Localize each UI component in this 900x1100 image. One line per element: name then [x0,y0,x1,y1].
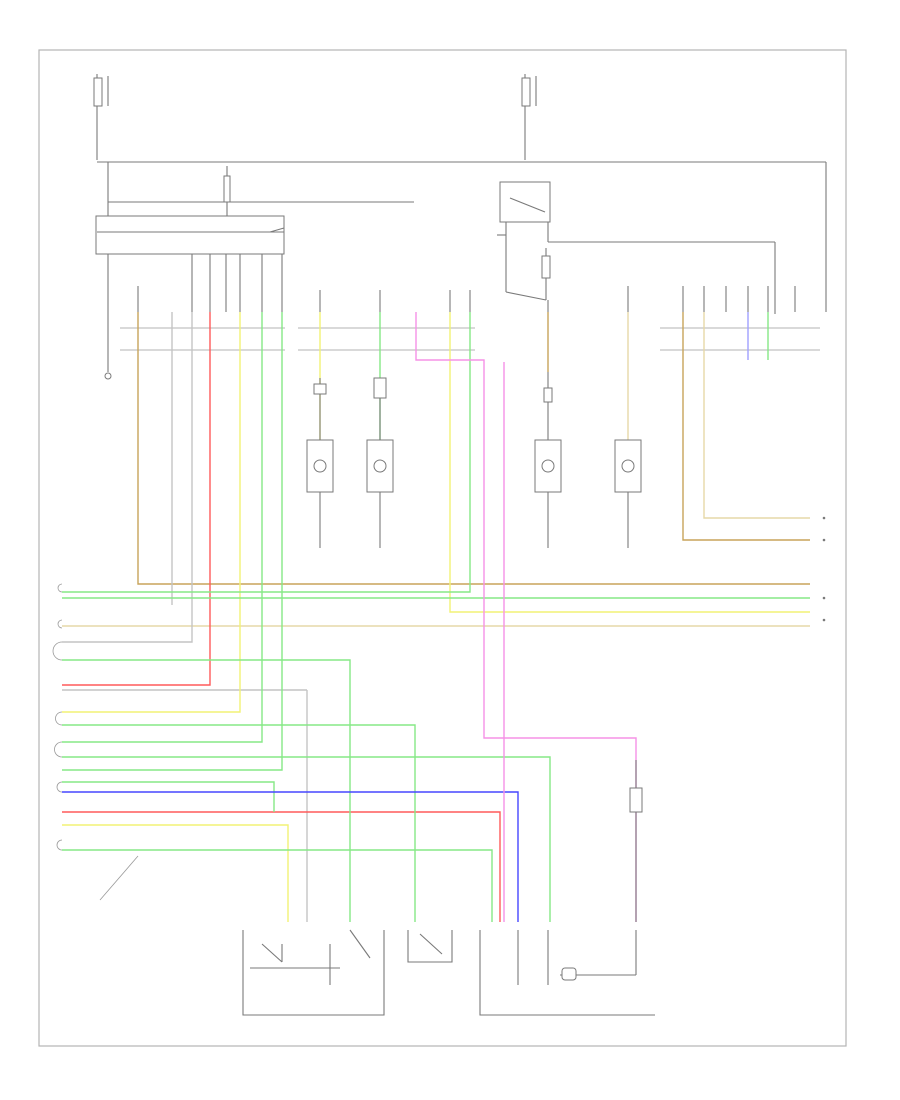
fuse-right [521,74,537,160]
power-supply-section [93,74,827,314]
harness-pointer [99,855,139,901]
light-switch [497,181,776,314]
right-terminals [822,516,826,622]
relay-top [223,166,231,216]
drop-lines [107,254,796,312]
left-harness-loops [52,583,139,901]
connector-row [120,327,820,351]
relay-right [629,760,643,922]
ground-upper-left [104,312,112,380]
lamp-front-left [306,378,334,548]
lamp-rear-right [614,439,642,548]
bottom-modules [242,929,655,1016]
colored-wires [62,312,810,922]
diagram-frame [38,49,847,1047]
ground-top [505,248,551,301]
lamp-front-right [366,377,394,548]
lamp-rear-left [534,372,562,548]
fuse-left [93,74,109,160]
switch-assembly-right [479,930,655,1016]
switch-assembly-left [242,929,385,1016]
joint-connector-block [95,215,285,255]
lamps [306,372,642,548]
switch-middle [407,930,453,963]
